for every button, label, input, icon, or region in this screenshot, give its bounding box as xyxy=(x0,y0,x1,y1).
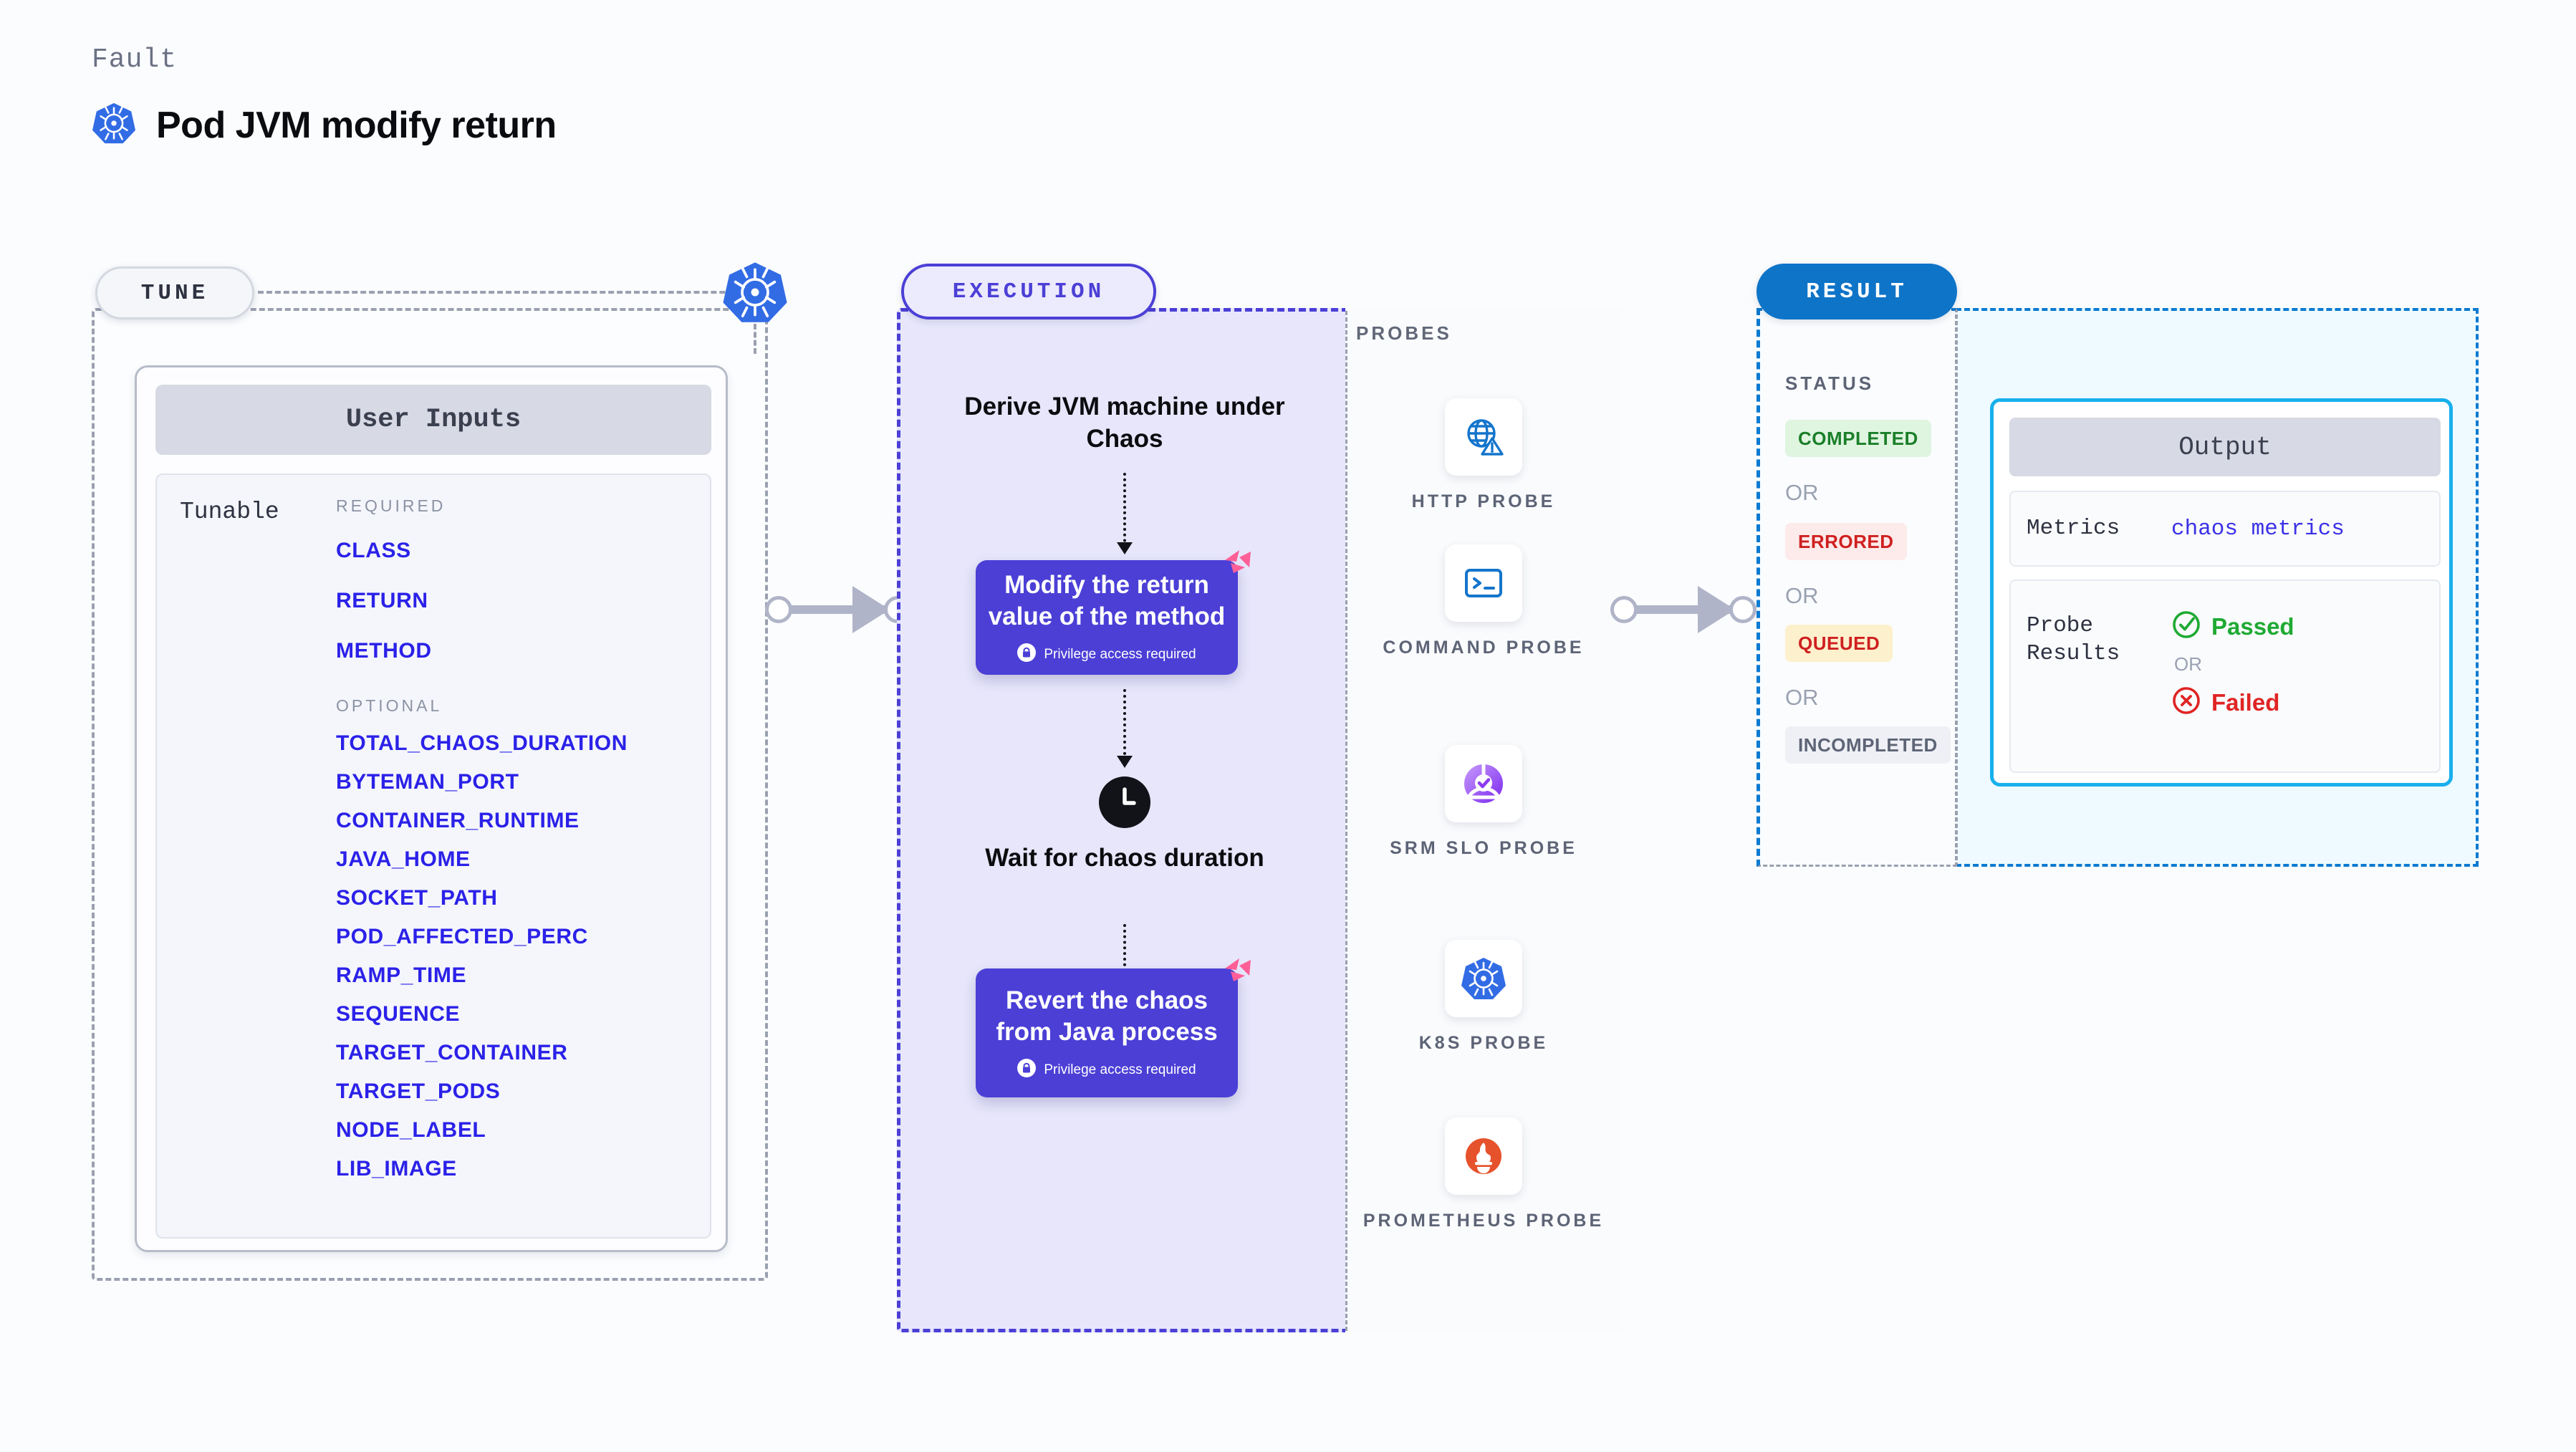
check-circle-icon xyxy=(2171,610,2201,643)
parameter-item[interactable]: RETURN xyxy=(336,589,428,612)
status-or-2: OR xyxy=(1785,583,1819,608)
privilege-note-text: Privilege access required xyxy=(1044,646,1196,662)
parameter-item[interactable]: CONTAINER_RUNTIME xyxy=(336,809,580,832)
page-header: Fault Pod JVM modify return xyxy=(92,44,557,149)
status-badge-incompleted: INCOMPLETED xyxy=(1785,726,1951,764)
parameter-item[interactable]: JAVA_HOME xyxy=(336,847,471,871)
optional-group-title: OPTIONAL xyxy=(336,696,443,715)
parameter-item[interactable]: METHOD xyxy=(336,639,432,663)
parameter-item[interactable]: RAMP_TIME xyxy=(336,963,467,987)
output-metrics-value[interactable]: chaos metrics xyxy=(2171,516,2345,542)
probe-srm-slo[interactable]: SRM SLO PROBE xyxy=(1345,745,1622,861)
probe-result-failed-label: Failed xyxy=(2211,688,2280,716)
probe-k8s-label: K8S PROBE xyxy=(1418,1033,1549,1053)
execution-pill: EXECUTION xyxy=(901,264,1156,319)
close-circle-icon xyxy=(2171,686,2201,719)
tune-pill: TUNE xyxy=(95,266,254,319)
parameter-item[interactable]: TARGET_PODS xyxy=(336,1080,501,1103)
kubernetes-badge-stem xyxy=(754,324,756,354)
probe-srm-slo-label: SRM SLO PROBE xyxy=(1390,838,1577,858)
execution-card-revert[interactable]: Revert the chaos from Java process Privi… xyxy=(976,958,1251,1097)
parameter-item[interactable]: SEQUENCE xyxy=(336,1002,461,1026)
tunable-section: Tunable REQUIRED CLASS RETURN METHOD OPT… xyxy=(155,473,711,1239)
execution-card-modify[interactable]: Modify the return value of the method Pr… xyxy=(976,550,1251,675)
kubernetes-icon xyxy=(92,101,136,149)
output-metrics-row: Metrics chaos metrics xyxy=(2009,491,2441,567)
result-pill: RESULT xyxy=(1756,264,1957,319)
parameter-item[interactable]: SOCKET_PATH xyxy=(336,886,498,910)
status-label: STATUS xyxy=(1785,372,1875,394)
probe-k8s[interactable]: K8S PROBE xyxy=(1345,940,1622,1056)
lock-icon xyxy=(1017,1059,1037,1081)
output-probe-values: Passed OR Failed xyxy=(2171,581,2294,719)
required-parameter-list: CLASS RETURN METHOD xyxy=(336,539,694,663)
status-or-1: OR xyxy=(1785,480,1819,505)
parameter-item[interactable]: LIB_IMAGE xyxy=(336,1157,457,1181)
status-badge-queued: QUEUED xyxy=(1785,625,1893,662)
probe-command[interactable]: COMMAND PROBE xyxy=(1345,544,1622,660)
tune-connector-dash xyxy=(258,291,759,294)
status-badge-completed: COMPLETED xyxy=(1785,420,1931,457)
page-title: Pod JVM modify return xyxy=(156,104,557,146)
execution-step-derive: Derive JVM machine under Chaos xyxy=(964,393,1285,453)
chaos-badge-icon xyxy=(1218,542,1258,582)
parameter-item[interactable]: NODE_LABEL xyxy=(336,1118,486,1142)
probe-result-passed: Passed xyxy=(2171,610,2294,643)
probe-command-label: COMMAND PROBE xyxy=(1383,638,1585,658)
prometheus-icon xyxy=(1445,1117,1522,1195)
execution-step-wait: Wait for chaos duration xyxy=(985,844,1264,872)
parameter-item[interactable]: POD_AFFECTED_PERC xyxy=(336,925,588,948)
probe-prometheus[interactable]: PROMETHEUS PROBE xyxy=(1345,1117,1622,1234)
optional-parameter-list: TOTAL_CHAOS_DURATION BYTEMAN_PORT CONTAI… xyxy=(336,731,694,1181)
tunable-parameter-columns: REQUIRED CLASS RETURN METHOD OPTIONAL TO… xyxy=(336,496,694,1181)
probes-label: PROBES xyxy=(1356,322,1452,344)
parameter-item[interactable]: TOTAL_CHAOS_DURATION xyxy=(336,731,628,755)
lock-icon xyxy=(1017,643,1037,665)
parameter-item[interactable]: TARGET_CONTAINER xyxy=(336,1041,568,1064)
parameter-item[interactable]: CLASS xyxy=(336,539,411,562)
status-or-3: OR xyxy=(1785,685,1819,710)
arrow-modify-to-wait xyxy=(1117,689,1133,768)
output-header: Output xyxy=(2009,418,2441,476)
clock-icon xyxy=(1099,777,1150,828)
srm-slo-icon xyxy=(1445,745,1522,822)
parameter-item[interactable]: BYTEMAN_PORT xyxy=(336,770,519,794)
privilege-note: Privilege access required xyxy=(1017,1059,1196,1081)
globe-warning-icon xyxy=(1445,398,1522,476)
chaos-badge-icon xyxy=(1218,950,1258,990)
tunable-row-label: Tunable xyxy=(180,499,279,525)
probe-result-passed-label: Passed xyxy=(2211,612,2294,640)
connector-execution-to-result xyxy=(1610,586,1768,633)
probe-result-or: OR xyxy=(2174,653,2202,675)
execution-card-revert-title: Revert the chaos from Java process xyxy=(996,986,1218,1046)
title-row: Pod JVM modify return xyxy=(92,101,557,149)
probe-http[interactable]: HTTP PROBE xyxy=(1345,398,1622,514)
arrow-derive-to-modify xyxy=(1117,473,1133,554)
probe-prometheus-label: PROMETHEUS PROBE xyxy=(1363,1211,1605,1231)
kubernetes-icon xyxy=(1445,940,1522,1017)
fault-kicker: Fault xyxy=(92,44,178,75)
user-inputs-card: User Inputs Tunable REQUIRED CLASS RETUR… xyxy=(135,365,728,1252)
terminal-icon xyxy=(1445,544,1522,622)
probes-divider xyxy=(1345,311,1347,1331)
required-group-title: REQUIRED xyxy=(336,496,446,515)
probe-http-label: HTTP PROBE xyxy=(1411,491,1556,511)
execution-card-modify-title: Modify the return value of the method xyxy=(988,570,1226,630)
user-inputs-header: User Inputs xyxy=(155,385,711,455)
status-badge-errored: ERRORED xyxy=(1785,523,1907,560)
result-status-panel xyxy=(1756,308,1957,867)
privilege-note: Privilege access required xyxy=(1017,643,1196,665)
probe-result-failed: Failed xyxy=(2171,686,2294,719)
kubernetes-icon xyxy=(722,259,788,325)
output-metrics-key: Metrics xyxy=(2027,515,2120,541)
privilege-note-text: Privilege access required xyxy=(1044,1062,1196,1077)
